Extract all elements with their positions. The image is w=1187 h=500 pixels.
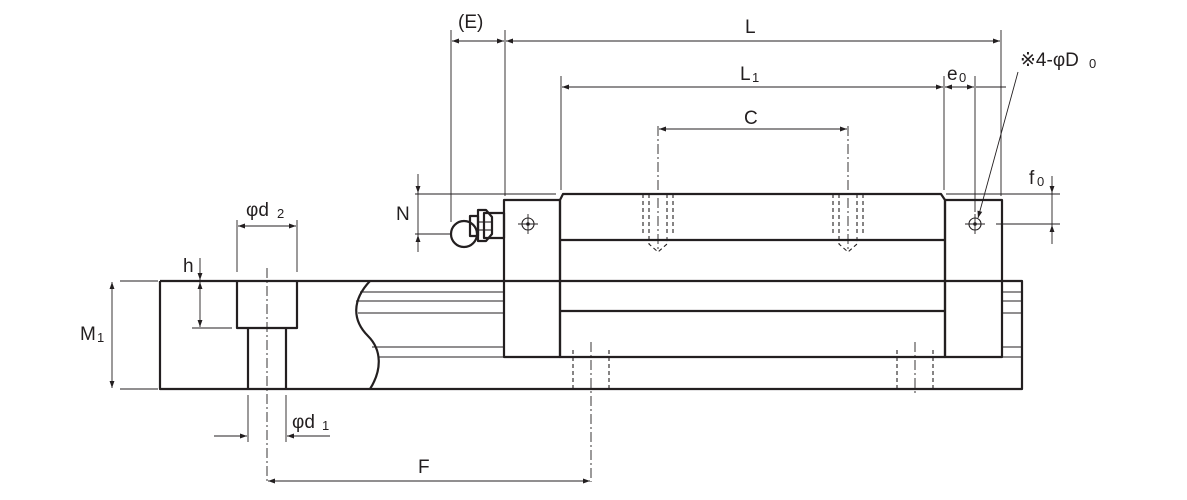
label-h: h	[183, 256, 194, 277]
label-F: F	[418, 457, 430, 478]
label-L1: L	[740, 64, 751, 85]
label-M1: M	[80, 324, 96, 345]
extension-lines	[120, 30, 1060, 442]
grease-nipple	[449, 208, 506, 249]
label-mount-hole-sub: 0	[1089, 56, 1096, 71]
label-f0-sub: 0	[1037, 174, 1044, 189]
block-hidden-tapped-holes	[642, 126, 864, 253]
label-N: N	[396, 204, 410, 225]
dimension-labels: (E) L L 1 e 0 ※4-φD 0 C f 0 N φd 2 h M 1…	[80, 12, 1096, 478]
label-L1-sub: 1	[752, 70, 759, 85]
end-cap-hole-right	[965, 214, 985, 234]
label-f0: f	[1029, 168, 1035, 189]
rail-hidden-holes	[572, 342, 934, 482]
label-M1-sub: 1	[97, 330, 104, 345]
rail	[158, 268, 1024, 482]
label-d2-sub: 2	[277, 206, 284, 221]
dimension-lines	[109, 38, 1055, 484]
label-e0: e	[947, 64, 958, 85]
label-L: L	[745, 17, 756, 38]
label-C: C	[744, 108, 758, 129]
label-E: (E)	[458, 12, 483, 33]
label-d1-sub: 1	[322, 418, 329, 433]
end-cap-hole-left	[518, 214, 538, 234]
label-e0-sub: 0	[959, 70, 966, 85]
carriage-block	[502, 126, 1004, 359]
label-mount-hole: ※4-φD	[1020, 50, 1079, 71]
label-d2: φd	[246, 200, 269, 221]
label-d1: φd	[292, 412, 315, 433]
